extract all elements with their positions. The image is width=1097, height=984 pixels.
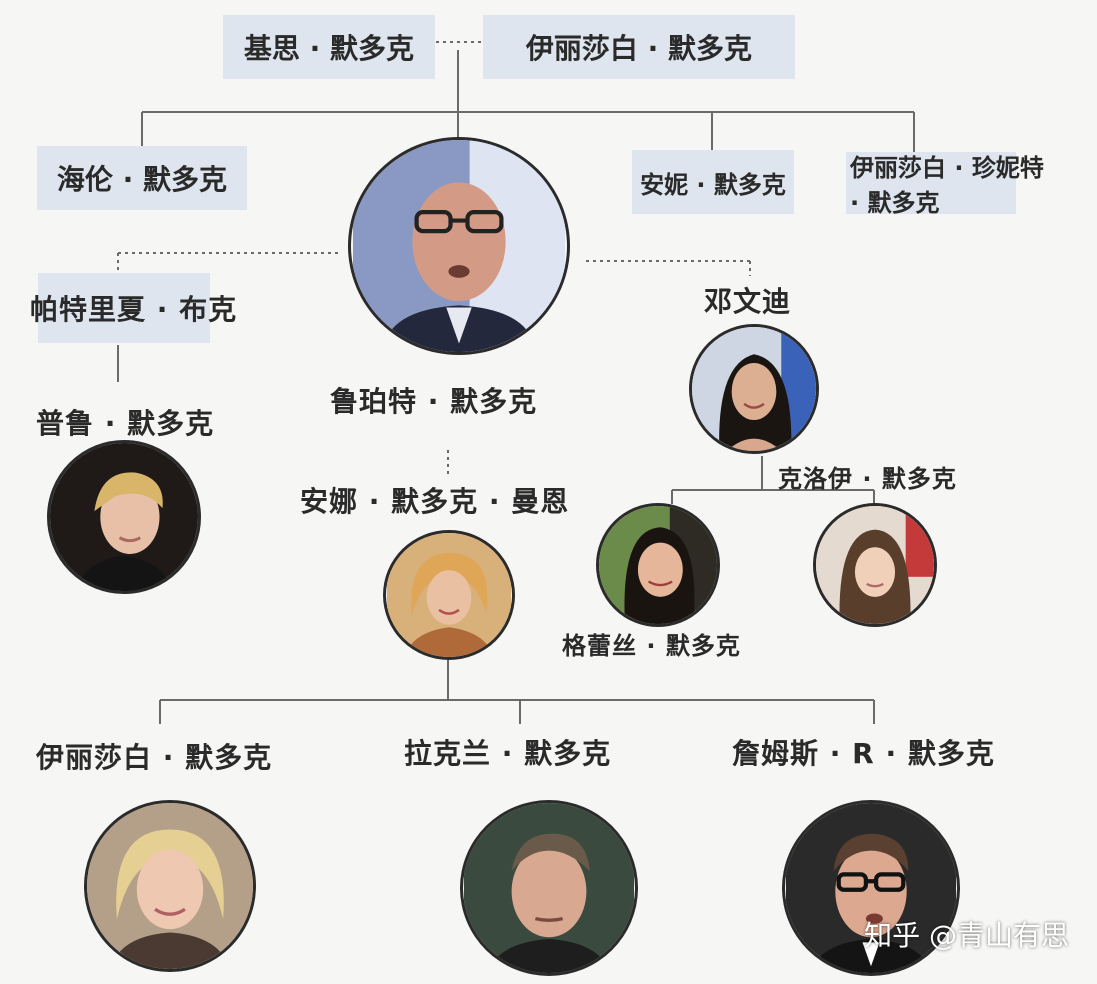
patricia-label: 帕特里夏 · 布克 [30,293,238,326]
wendi-label: 邓文迪 [704,285,792,318]
patricia-box [38,273,210,343]
prudence-photo [47,440,201,594]
lachlan-photo [460,800,638,976]
anne-label: 安妮 · 默多克 [640,170,786,199]
lachlan-label: 拉克兰 · 默多克 [404,737,612,770]
prudence-label: 普鲁 · 默多克 [36,407,215,440]
elisabeth-janet-label-1: 伊丽莎白 · 珍妮特 [850,154,1044,182]
anne-box: 安妮 · 默多克 [632,150,794,214]
chloe-photo [813,503,937,627]
elisabeth-mother-label: 伊丽莎白 · 默多克 [525,32,753,65]
elisabeth-daughter-label: 伊丽莎白 · 默多克 [36,741,273,774]
elisabeth-janet-label-2: · 默多克 [850,189,940,217]
anna-label: 安娜 · 默多克 · 曼恩 [300,485,570,518]
helen-box: 海伦 · 默多克 [37,146,247,210]
elisabeth-mother-box: 伊丽莎白 · 默多克 [483,15,795,79]
helen-label: 海伦 · 默多克 [56,163,228,196]
rupert-label: 鲁珀特 · 默多克 [330,385,538,418]
watermark: 知乎 @青山有思 [864,919,1069,952]
grace-photo [596,503,720,627]
grace-label: 格蕾丝 · 默多克 [562,632,741,660]
keith-label: 基思 · 默多克 [243,32,415,65]
chloe-label: 克洛伊 · 默多克 [778,465,957,493]
elisabeth-daughter-photo [84,800,256,972]
keith-box: 基思 · 默多克 [223,15,435,79]
elisabeth-janet-box: 伊丽莎白 · 珍妮特 · 默多克 [846,152,1044,217]
rupert-photo [348,137,570,355]
james-label: 詹姆斯 · R · 默多克 [732,737,995,770]
james-photo [782,800,960,976]
wendi-photo [689,324,819,454]
anna-photo [383,530,515,660]
